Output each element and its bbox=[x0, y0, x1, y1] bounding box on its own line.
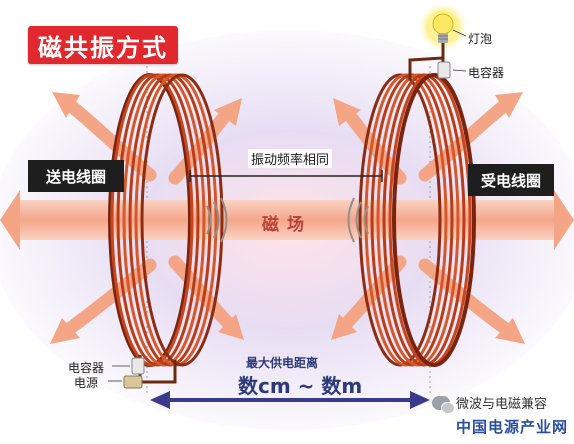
receiver-circuit bbox=[408, 43, 451, 80]
bulb-label: 灯泡 bbox=[468, 32, 493, 46]
sender-circuit bbox=[123, 355, 177, 389]
left-beam-arrowhead bbox=[0, 190, 20, 250]
capacitor-label-bottom: 电容器 bbox=[68, 361, 105, 375]
capacitor-icon bbox=[437, 61, 451, 79]
field-label: 磁场 bbox=[262, 215, 312, 235]
right-beam-arrowhead bbox=[554, 190, 574, 250]
wave-marks-right bbox=[347, 197, 369, 243]
left-arrowheads bbox=[50, 92, 244, 344]
wechat-icon bbox=[432, 395, 455, 414]
sender-coil-label: 送电线圈 bbox=[28, 160, 124, 192]
capacitor-leader-top bbox=[452, 69, 467, 72]
resonance-label: 振动频率相同 bbox=[248, 149, 333, 168]
sender-coil[interactable] bbox=[108, 73, 224, 367]
receiver-coil[interactable] bbox=[358, 73, 476, 367]
wave-marks-left bbox=[206, 197, 228, 243]
right-arrowheads bbox=[331, 92, 525, 344]
wechat-account-name: 微波与电磁兼容 bbox=[456, 397, 548, 412]
distance-value: 数cm ~ 数m bbox=[238, 374, 363, 398]
distance-title: 最大供电距离 bbox=[246, 356, 319, 370]
power-source-label: 电源 bbox=[74, 376, 99, 390]
light-bulb-icon bbox=[432, 13, 454, 43]
watermark: 中国电源产业网 bbox=[456, 418, 569, 436]
capacitor-label-top: 电容器 bbox=[468, 66, 505, 80]
resonance-bracket bbox=[189, 170, 383, 182]
capacitor-icon-bottom bbox=[131, 357, 145, 375]
receiver-coil-label: 受电线圈 bbox=[468, 164, 554, 196]
wechat-account: 微波与电磁兼容 bbox=[432, 393, 548, 414]
power-source-icon bbox=[123, 375, 143, 389]
bulb-leader bbox=[452, 29, 467, 37]
distance-arrow bbox=[150, 391, 430, 409]
diagram-title: 磁共振方式 bbox=[28, 26, 178, 64]
